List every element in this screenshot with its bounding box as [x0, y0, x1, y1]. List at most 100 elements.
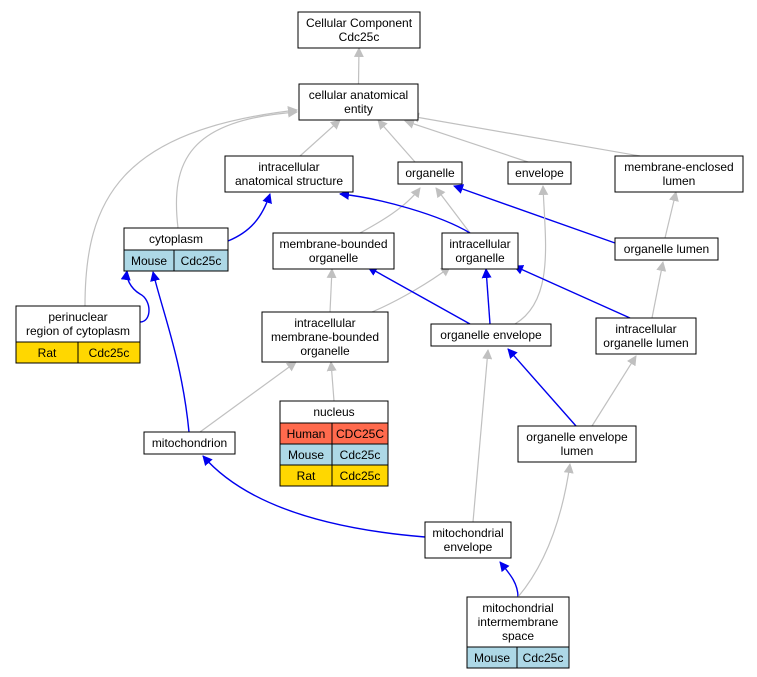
node-label-line: mitochondrial	[482, 601, 553, 615]
node-box	[297, 11, 421, 49]
edge-mito-to-cyto	[150, 271, 190, 433]
node-label-line: space	[502, 629, 534, 643]
node-label-line: region of cytoplasm	[26, 324, 130, 338]
node-label-line: Cdc25c	[339, 30, 380, 44]
gene-label: Cdc25c	[340, 448, 381, 462]
gene-label: Cdc25c	[89, 346, 130, 360]
node-box	[298, 83, 419, 121]
edge-cyto-to-ias	[227, 193, 272, 242]
edge-menv-to-oe	[472, 349, 493, 523]
node-box	[272, 232, 395, 270]
edge-oe-to-env	[514, 185, 549, 325]
gene-label: CDC25C	[336, 427, 384, 441]
node-label-line: mitochondrion	[152, 436, 227, 450]
node-label-line: organelle lumen	[603, 336, 688, 350]
node-label-line: cellular anatomical	[309, 88, 408, 102]
node-box	[424, 521, 512, 559]
edge-oe-to-io	[481, 268, 492, 325]
gene-cell	[331, 464, 389, 487]
edge-nuc-to-imbo	[326, 361, 337, 402]
node-label-line: anatomical structure	[235, 174, 343, 188]
edge-mis-to-oel	[517, 463, 574, 598]
node-label-line: organelle	[309, 251, 359, 265]
node-box	[614, 237, 719, 261]
edge-imbo-to-io	[371, 266, 451, 313]
node-label-line: Cellular Component	[306, 16, 413, 30]
node-label-line: perinuclear	[48, 310, 107, 324]
node-box	[261, 311, 389, 363]
node-label-line: lumen	[663, 174, 696, 188]
node-box	[430, 323, 552, 347]
edge-io-to-ias	[339, 189, 471, 234]
edge-menv-to-mito	[202, 455, 426, 538]
edge-oe-to-mbo	[367, 266, 471, 325]
edge-imbo-to-mbo	[326, 268, 337, 313]
edge-peri-to-cyto	[120, 270, 150, 323]
gene-cell	[77, 341, 141, 364]
edge-peri-to-cae	[84, 106, 298, 307]
node-box	[15, 305, 141, 343]
edge-cae-to-root	[353, 47, 364, 85]
gene-label: Cdc25c	[523, 651, 564, 665]
gene-label: Cdc25c	[340, 469, 381, 483]
gene-label: Cdc25c	[181, 254, 222, 268]
node-label-line: mitochondrial	[432, 526, 503, 540]
edge-iol-to-io	[513, 265, 631, 319]
node-label-line: organelle envelope	[440, 328, 542, 342]
node-env[interactable]: envelope	[507, 161, 572, 185]
edges-layer	[84, 47, 679, 598]
node-box	[595, 317, 697, 355]
node-oe[interactable]: organelle envelope	[430, 323, 552, 347]
node-label-line: organelle envelope	[526, 430, 628, 444]
node-label-line: membrane-bounded	[271, 330, 379, 344]
edge-iol-to-ol	[651, 261, 667, 319]
node-label-line: organelle	[300, 344, 350, 358]
edge-org-to-cae	[377, 119, 416, 163]
node-label-line: intracellular	[258, 160, 319, 174]
species-label: Mouse	[288, 448, 324, 462]
node-label-line: envelope	[444, 540, 493, 554]
node-label-line: intracellular	[294, 316, 355, 330]
node-label-line: organelle	[405, 166, 455, 180]
edge-ol-to-org	[453, 184, 616, 244]
edge-ol-to-mel	[664, 191, 679, 239]
node-label-line: intracellular	[449, 237, 510, 251]
node-label-line: lumen	[561, 444, 594, 458]
species-label: Mouse	[474, 651, 510, 665]
node-mito[interactable]: mitochondrion	[143, 431, 236, 455]
edge-io-to-org	[435, 187, 471, 234]
node-label-line: organelle	[455, 251, 505, 265]
node-box	[224, 155, 354, 193]
gene-cell	[173, 249, 229, 272]
node-label-line: organelle lumen	[624, 242, 709, 256]
node-box	[441, 232, 519, 270]
species-label: Mouse	[131, 254, 167, 268]
node-ol[interactable]: organelle lumen	[614, 237, 719, 261]
edge-mbo-to-org	[359, 187, 421, 234]
node-label-line: membrane-enclosed	[624, 160, 733, 174]
node-org[interactable]: organelle	[397, 161, 463, 185]
edge-oel-to-oe	[507, 348, 577, 427]
species-label: Rat	[297, 469, 316, 483]
edge-cyto-to-cae	[175, 107, 298, 229]
edge-ias-to-cae	[299, 119, 341, 157]
node-label-line: entity	[344, 102, 373, 116]
species-label: Rat	[38, 346, 57, 360]
gene-cell	[516, 646, 570, 669]
node-label-line: envelope	[515, 166, 564, 180]
